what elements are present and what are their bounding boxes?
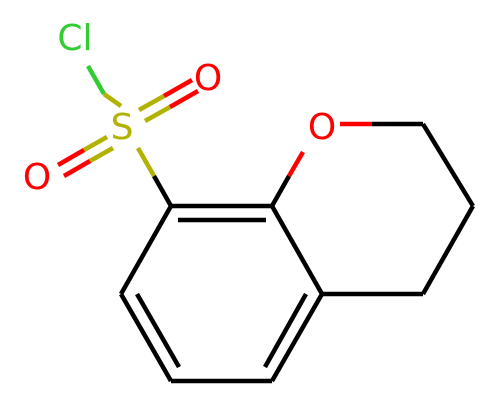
bond-c6-c7 (119, 292, 173, 383)
atom-label-s: S (111, 107, 134, 148)
bond-c6-c7-inner (135, 292, 181, 369)
atom-label-o-ring: O (308, 107, 336, 148)
bond-c4a-c5-inner (263, 292, 308, 369)
bond-s-o-bottom-double (56, 135, 115, 178)
bond-c7-c8 (119, 204, 173, 296)
bond-c8a-o-black (270, 174, 291, 208)
bond-c8a-o-red (287, 150, 305, 178)
atom-label-cl: Cl (57, 18, 92, 59)
bond-c2-c3 (421, 122, 475, 208)
pyran-ring (270, 121, 475, 297)
bond-c4a-c5 (270, 292, 324, 383)
bond-s-o-top-double (137, 78, 200, 123)
bond-c3-c4 (421, 204, 475, 296)
atom-label-o-bottom: O (23, 157, 51, 198)
bond-cl-s (86, 64, 123, 108)
bond-c8a-c4a (270, 204, 324, 296)
bond-s-c8 (136, 146, 173, 208)
atom-label-o-top: O (194, 58, 222, 99)
benzene-ring (119, 203, 324, 384)
